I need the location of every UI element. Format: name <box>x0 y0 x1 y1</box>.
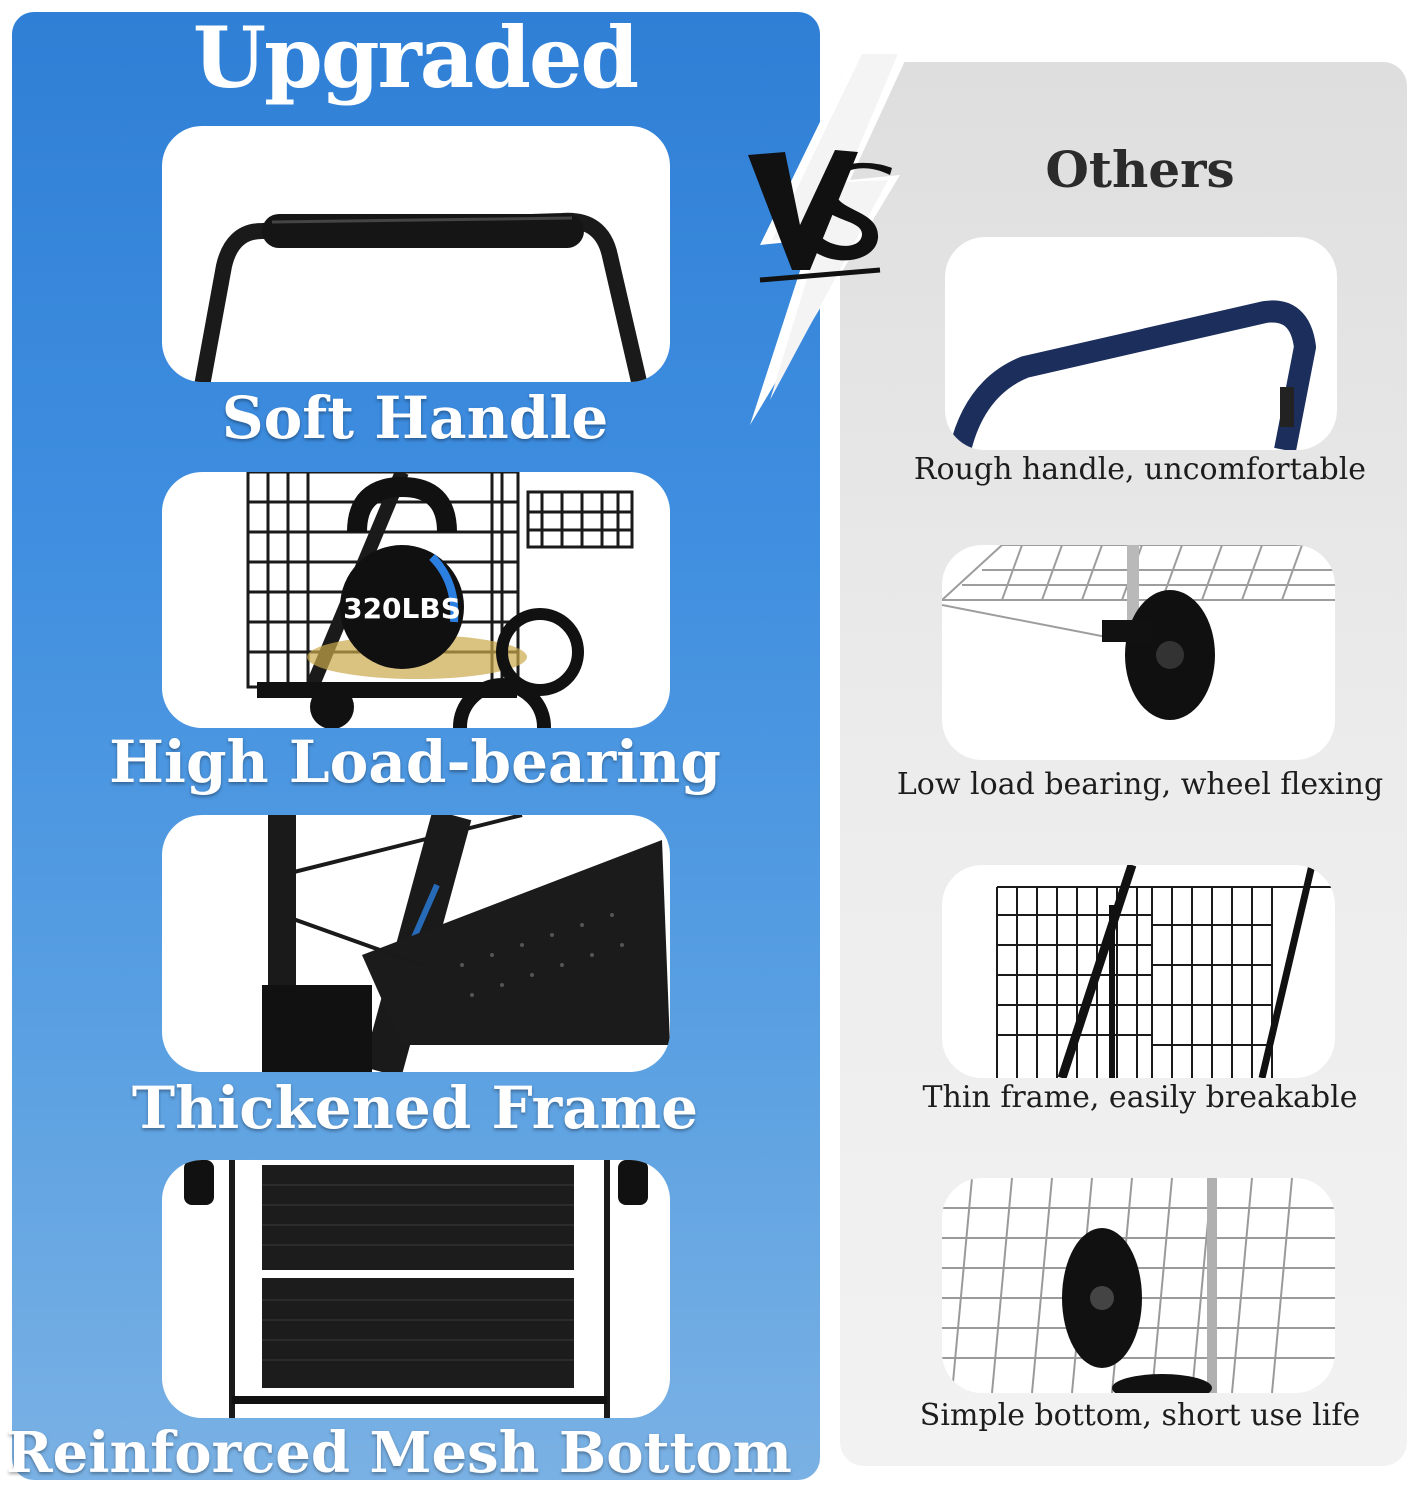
others-card-handle <box>945 237 1337 450</box>
upgraded-card-load: 320LBS <box>162 472 670 728</box>
others-label-2: Low load bearing, wheel flexing <box>896 767 1384 802</box>
others-card-frame <box>942 865 1335 1078</box>
others-title: Others <box>1045 140 1235 199</box>
others-label-3: Thin frame, easily breakable <box>922 1080 1358 1115</box>
weight-badge: 320LBS <box>343 592 461 625</box>
upgraded-label-4: Reinforced Mesh Bottom <box>6 1420 792 1486</box>
others-label-1: Rough handle, uncomfortable <box>913 452 1367 487</box>
simple-bottom-image <box>942 1178 1335 1393</box>
soft-handle-image <box>194 212 648 382</box>
others-card-load <box>942 545 1335 760</box>
upgraded-label-3: Thickened Frame <box>131 1074 699 1142</box>
load-bearing-image: 320LBS <box>246 472 634 728</box>
upgraded-card-handle <box>162 126 670 382</box>
mesh-bottom-image <box>184 1160 648 1418</box>
upgraded-label-2: High Load-bearing <box>109 728 721 796</box>
upgraded-label-1: Soft Handle <box>221 384 609 452</box>
lightning-bolt-divider <box>750 50 910 425</box>
rough-handle-image <box>949 300 1316 450</box>
upgraded-title: Upgraded <box>192 8 639 107</box>
thickened-frame-image <box>262 815 670 1072</box>
others-card-bottom <box>942 1178 1335 1393</box>
upgraded-card-bottom <box>162 1160 670 1418</box>
thin-frame-image <box>996 865 1335 1078</box>
low-load-image <box>942 545 1335 720</box>
vs-icon <box>748 150 892 283</box>
upgraded-card-frame <box>162 815 670 1072</box>
others-label-4: Simple bottom, short use life <box>919 1398 1361 1433</box>
